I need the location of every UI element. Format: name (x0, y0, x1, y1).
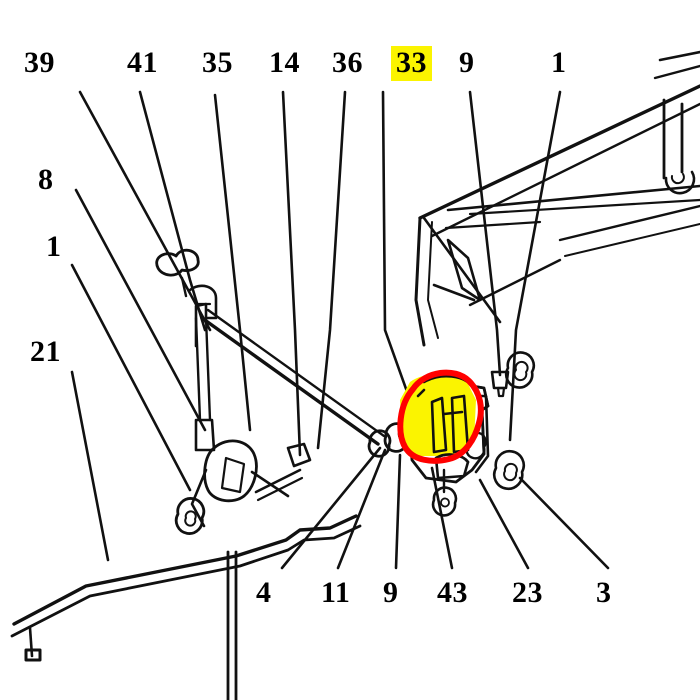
tie-rod-sleeve (194, 418, 216, 452)
bracket-left-edge (414, 216, 426, 347)
push-rod-main (200, 316, 380, 446)
housing-right-wall (474, 394, 490, 474)
bellcrank-pivot-hole (184, 510, 197, 527)
fastener-group (431, 351, 536, 517)
center-housing-assembly (397, 369, 490, 484)
lower-beam-end-cap (28, 626, 34, 658)
leader-line-9-bottom (394, 453, 402, 570)
link-short (254, 468, 302, 494)
link-short-2 (256, 476, 304, 502)
leader-line-11 (336, 448, 387, 570)
tie-rod-vertical (194, 316, 202, 422)
hanger-eye (664, 170, 696, 195)
beam-lower-rail (446, 184, 700, 212)
leader-lines-top (78, 90, 562, 457)
callout-label-21: 21 (30, 335, 61, 368)
leader-line-23 (478, 478, 530, 570)
callout-label-9-top: 9 (459, 46, 475, 79)
hanger-eye-hole (670, 173, 685, 185)
beam-lower-rail-2 (468, 198, 700, 216)
bracket-left-edge-inner (427, 221, 439, 339)
frame-rear-rail-2 (564, 223, 700, 257)
leader-line-1-top (508, 90, 562, 442)
leader-line-35 (213, 93, 252, 432)
washer-1-inner (513, 360, 529, 382)
pivot-bracket-upper (188, 284, 218, 348)
leader-line-4 (280, 446, 382, 570)
nut-43-hole (440, 497, 450, 508)
ball-joint-a (367, 429, 392, 458)
callout-label-9-bottom: 9 (383, 576, 399, 609)
leader-line-41 (138, 90, 207, 332)
nut-43 (431, 486, 458, 517)
callout-label-23: 23 (512, 576, 543, 609)
callout-label-3: 3 (596, 576, 612, 609)
leader-line-39 (78, 90, 212, 332)
lower-beam-assembly (10, 514, 362, 700)
leader-line-36 (316, 90, 347, 450)
lower-beam-top-edge (12, 514, 358, 626)
callout-label-14: 14 (269, 46, 300, 79)
beam-upper-rail (418, 84, 700, 220)
callout-label-43: 43 (437, 576, 468, 609)
leader-line-33 (381, 90, 412, 402)
callout-label-39: 39 (24, 46, 55, 79)
leader-line-21 (70, 370, 110, 562)
leader-line-14 (281, 90, 302, 457)
bracket-lower-flange (468, 258, 562, 307)
leader-line-8 (74, 188, 207, 432)
callout-label-1-top: 1 (551, 46, 567, 79)
washer-23-outer (493, 449, 525, 491)
callout-label-33-highlighted: 33 (391, 46, 432, 81)
bellcrank-arm-left (190, 468, 208, 528)
knob-stem (180, 276, 188, 298)
callout-label-36: 36 (332, 46, 363, 79)
bolt-9-head (490, 370, 510, 390)
knob-top (155, 248, 200, 277)
frame-rear-rail (558, 204, 700, 242)
callout-label-11: 11 (321, 576, 351, 609)
callout-label-8: 8 (38, 163, 54, 196)
bellcrank-body (203, 439, 258, 503)
leader-line-1-left (70, 263, 192, 492)
bellcrank-web (220, 456, 246, 494)
lower-beam-end-tab (24, 648, 42, 662)
callout-label-35: 35 (202, 46, 233, 79)
bolt-9-shank (496, 386, 506, 398)
callout-label-1-left: 1 (46, 230, 62, 263)
callout-label-4: 4 (256, 576, 272, 609)
frame-bracket-assembly (414, 50, 700, 347)
callout-label-41: 41 (127, 46, 158, 79)
bracket-diagonal-strut (422, 216, 502, 324)
washer-1-outer (504, 351, 536, 389)
lower-beam-bottom-edge (10, 524, 362, 638)
push-rod-main-inner (206, 308, 386, 438)
washer-23-inner (503, 462, 518, 482)
leader-line-43 (430, 466, 454, 570)
leader-line-9-top (468, 90, 502, 377)
bracket-rib (444, 220, 542, 230)
leader-lines-bottom (280, 446, 610, 570)
leader-lines-left (70, 188, 207, 562)
red-highlight-outline (397, 369, 484, 464)
hanger-plate (658, 50, 700, 62)
linkage-assembly-left (155, 248, 386, 535)
bellcrank-pivot-eye (174, 497, 206, 535)
bracket-bottom-tab (432, 283, 476, 302)
clamp-mid (286, 442, 312, 468)
hanger-plate-2 (653, 64, 700, 80)
leader-line-3 (518, 476, 610, 570)
tie-rod-vertical-2 (204, 316, 212, 422)
